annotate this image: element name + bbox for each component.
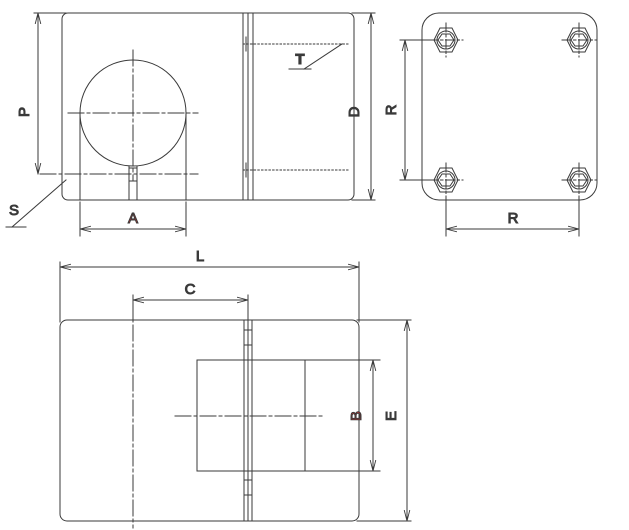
dimension-C	[132, 294, 249, 323]
side-view-bolt-tl-centerlines	[428, 22, 464, 58]
callout-T-leader-line	[303, 43, 343, 70]
dimension-R-horizontal	[445, 197, 580, 237]
top-view-right-body	[251, 319, 360, 522]
callout-S-label: S	[9, 202, 19, 219]
side-view: R R	[383, 12, 598, 237]
side-view-plate-outline	[421, 12, 598, 201]
dimension-D-label: D	[346, 106, 363, 117]
dimension-E-label: E	[383, 411, 400, 421]
front-view-flange-body	[252, 12, 355, 201]
front-view-clamp-body	[61, 12, 244, 201]
callout-S-leader-line	[11, 179, 67, 228]
dimension-A-label: A	[128, 210, 138, 227]
callout-T	[288, 43, 343, 70]
dimension-P-label: P	[16, 107, 33, 117]
dimension-R-vertical-label: R	[383, 104, 400, 115]
top-view-centerlines	[132, 299, 326, 529]
top-view-left-body	[59, 319, 245, 522]
dimension-D	[351, 12, 376, 201]
dimension-L-label: L	[196, 248, 204, 265]
hex-bolt-icon	[561, 162, 597, 198]
dimension-A	[79, 201, 187, 237]
hex-bolt-icon	[561, 22, 597, 58]
side-view-bolt-br-centerlines	[561, 162, 597, 198]
dimension-E	[356, 319, 412, 522]
dimension-R-horizontal-label: R	[508, 210, 519, 227]
dimension-P	[33, 12, 67, 175]
callout-S	[5, 179, 67, 228]
side-view-bolt-tr-centerlines	[561, 22, 597, 58]
dimension-R-vertical	[399, 39, 430, 181]
top-view: L C B E	[59, 248, 412, 529]
dimension-B-label: B	[348, 411, 365, 421]
hex-bolt-icon	[428, 22, 464, 58]
dimension-L	[59, 261, 360, 323]
front-view-centerlines	[39, 49, 199, 181]
callout-T-label: T	[295, 51, 304, 68]
dimension-C-label: C	[185, 281, 196, 298]
hex-bolt-icon	[428, 162, 464, 198]
side-view-bolt-bl-centerlines	[428, 162, 464, 198]
front-view: P S A T D	[5, 12, 376, 237]
